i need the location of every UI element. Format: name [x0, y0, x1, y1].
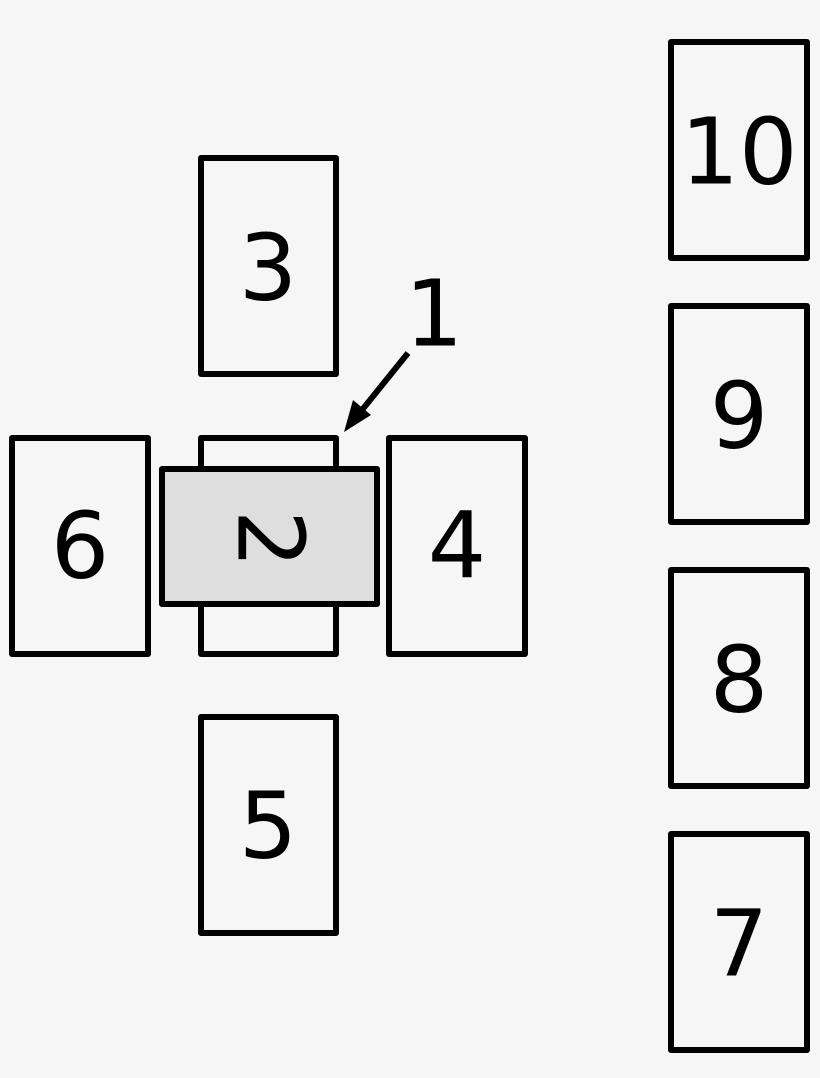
callout-label: 1	[405, 261, 464, 368]
card-7-outline	[668, 831, 810, 1053]
card-3: 3	[198, 155, 339, 377]
arrow-head-icon	[344, 400, 371, 432]
card-2-label: 2	[217, 510, 324, 569]
card-6: 6	[9, 435, 151, 657]
card-6-outline	[9, 435, 151, 657]
card-5: 5	[198, 714, 339, 936]
card-3-label: 3	[239, 215, 298, 322]
card-10-outline	[668, 39, 810, 261]
card-10: 10	[668, 39, 810, 261]
card-6-label: 6	[51, 493, 110, 600]
card-5-label: 5	[239, 773, 298, 880]
card-8-label: 8	[710, 627, 769, 734]
card-9-outline	[668, 303, 810, 525]
card-4-outline	[386, 435, 528, 657]
card-8-outline	[668, 567, 810, 789]
arrow-line	[359, 351, 411, 412]
card-7-label: 7	[710, 891, 769, 998]
card-9-label: 9	[710, 363, 769, 470]
card-4-label: 4	[428, 493, 487, 600]
card-8: 8	[668, 567, 810, 789]
card-3-outline	[198, 155, 339, 377]
card-7: 7	[668, 831, 810, 1053]
card-9: 9	[668, 303, 810, 525]
callout-1: 1	[344, 261, 464, 432]
card-4: 4	[386, 435, 528, 657]
card-5-outline	[198, 714, 339, 936]
card-10-label: 10	[680, 99, 797, 206]
card-2: 2	[159, 466, 380, 607]
card-2-outline	[159, 466, 380, 607]
